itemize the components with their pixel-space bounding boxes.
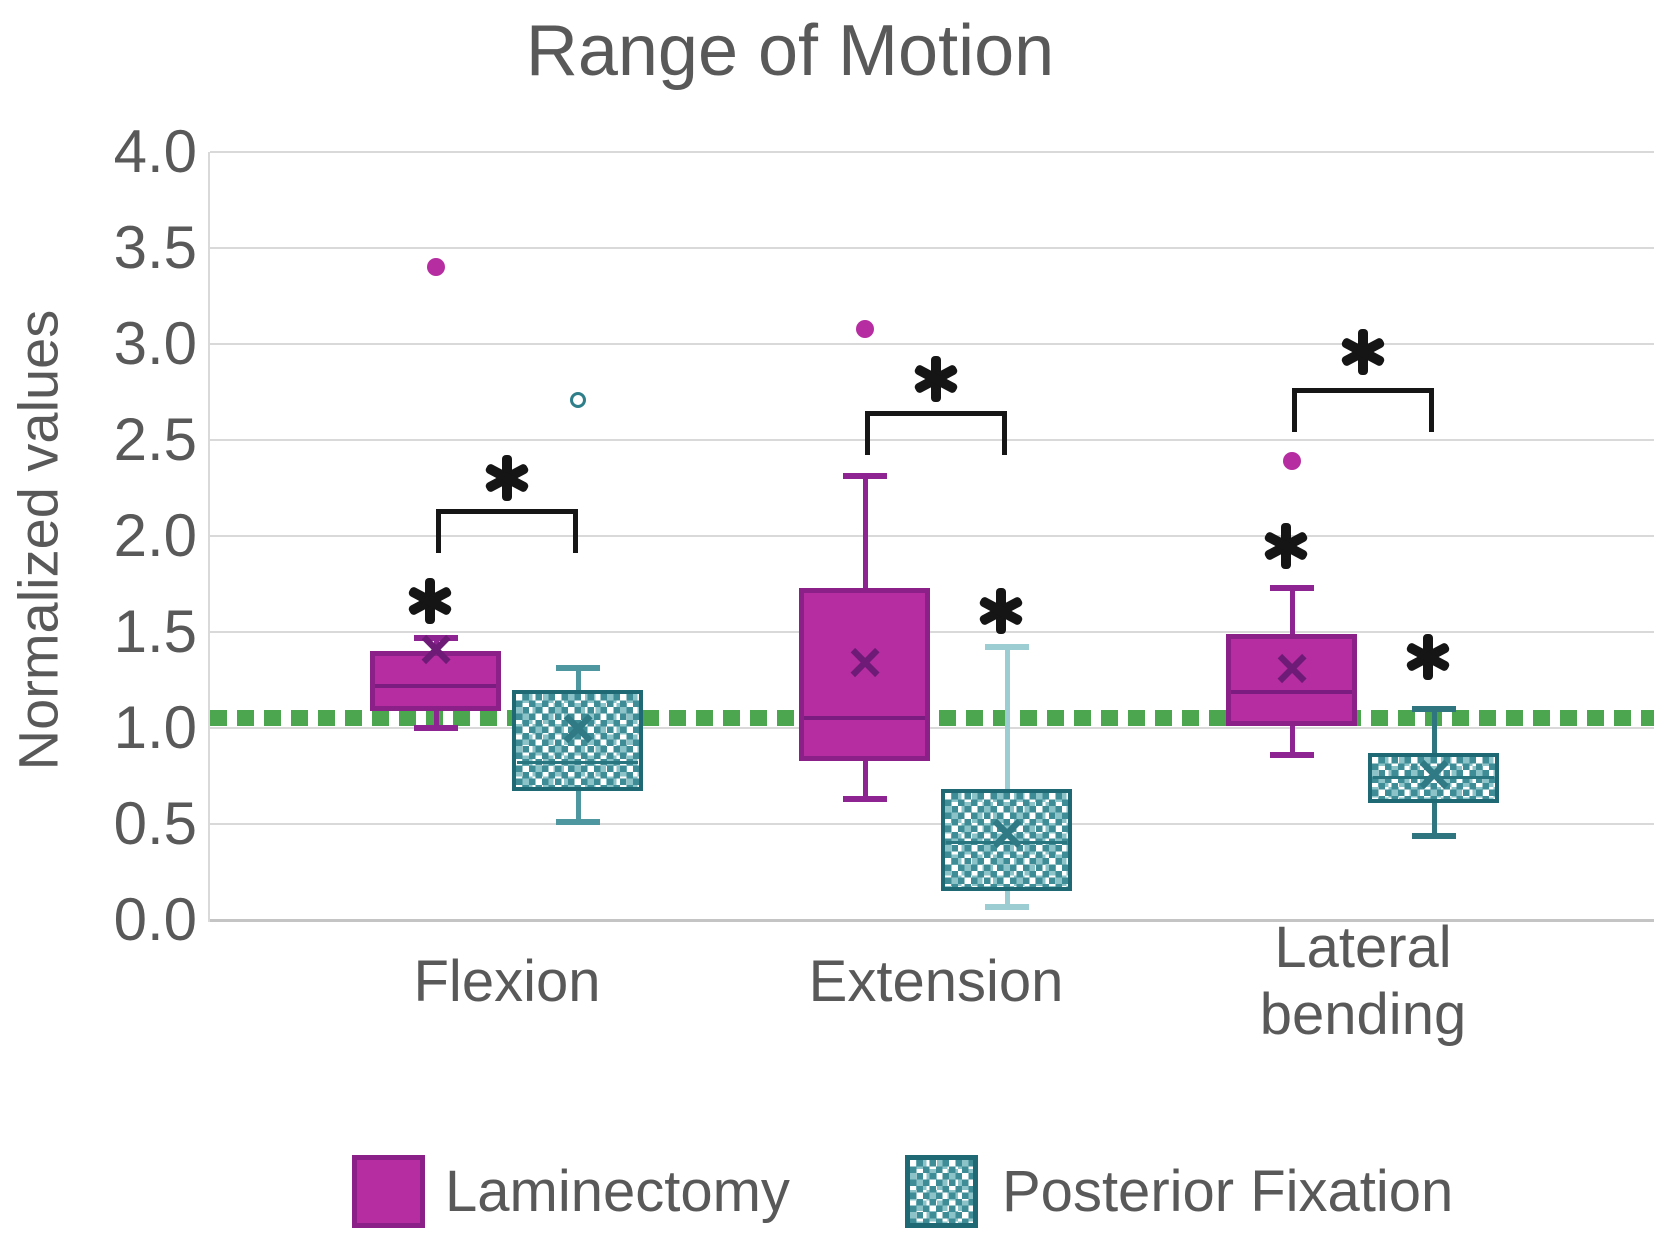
y-tick-label: 0.5	[113, 790, 197, 857]
mean-marker-posterior-fixation-extension: ×	[990, 801, 1024, 867]
gridline	[210, 151, 1654, 153]
significance-asterisk-lateral-bending	[1340, 328, 1386, 375]
outlier-point-posterior-fixation-flexion	[570, 391, 586, 408]
whisker-cap-high	[414, 634, 458, 641]
baseline-dashed-line	[210, 710, 1654, 727]
y-tick-label: 3.5	[113, 214, 197, 281]
significance-asterisk-extension	[913, 355, 959, 402]
mean-marker-laminectomy-lateral-bending: ×	[1275, 635, 1309, 701]
box-posterior-fixation-extension	[941, 789, 1072, 892]
box-laminectomy-flexion	[370, 651, 501, 711]
significance-bracket-flexion	[436, 509, 578, 554]
median-line-posterior-fixation-lateral-bending	[1373, 775, 1494, 779]
y-axis-line	[208, 152, 210, 922]
gridline	[210, 631, 1654, 633]
gridline	[210, 823, 1654, 825]
outlier-point-laminectomy-flexion	[427, 258, 445, 277]
mean-marker-laminectomy-extension: ×	[848, 630, 882, 696]
whisker-cap-high	[985, 644, 1029, 651]
median-line-posterior-fixation-flexion	[517, 760, 638, 764]
whisker-cap-low	[556, 819, 600, 826]
gridline	[210, 439, 1654, 441]
median-line-posterior-fixation-extension	[946, 841, 1067, 845]
x-category-label-lateral-bending: Lateral bending	[1259, 915, 1467, 1047]
legend-swatch-posterior-fixation	[905, 1155, 978, 1228]
mean-marker-posterior-fixation-flexion: ×	[561, 695, 595, 761]
median-line-laminectomy-flexion	[375, 683, 496, 688]
whisker-cap-low	[985, 903, 1029, 910]
whisker-cap-low	[1412, 832, 1456, 839]
y-tick-label: 2.0	[113, 502, 197, 569]
gridline	[210, 247, 1654, 249]
chart-title: Range of Motion	[525, 11, 1055, 91]
significance-asterisk-laminectomy-lateral-bending	[1263, 522, 1309, 569]
significance-asterisk-flexion	[484, 455, 530, 502]
y-tick-label: 0.0	[113, 886, 197, 953]
y-tick-label: 3.0	[113, 310, 197, 377]
significance-asterisk-laminectomy-flexion	[407, 578, 453, 625]
y-tick-label: 1.0	[113, 694, 197, 761]
gridline	[210, 919, 1654, 922]
legend-label-posterior-fixation: Posterior Fixation	[1002, 1159, 1454, 1224]
outlier-point-laminectomy-extension	[856, 319, 874, 338]
significance-asterisk-posterior-fixation-extension	[978, 587, 1024, 634]
whisker-cap-high	[843, 473, 887, 480]
whisker-cap-low	[1270, 751, 1314, 758]
significance-bracket-extension	[865, 411, 1007, 456]
whisker-posterior-fixation-extension	[1005, 647, 1010, 907]
median-line-laminectomy-lateral-bending	[1231, 689, 1352, 694]
y-tick-label: 1.5	[113, 598, 197, 665]
whisker-cap-low	[414, 725, 458, 731]
mean-marker-laminectomy-flexion: ×	[419, 616, 453, 682]
whisker-cap-low	[843, 796, 887, 803]
median-line-laminectomy-extension	[804, 716, 925, 721]
significance-bracket-lateral-bending	[1292, 388, 1434, 433]
x-category-label-flexion: Flexion	[413, 948, 601, 1014]
legend-label-laminectomy: Laminectomy	[445, 1159, 790, 1224]
mean-marker-posterior-fixation-lateral-bending: ×	[1417, 741, 1451, 807]
gridline	[210, 343, 1654, 345]
y-tick-label: 4.0	[113, 118, 197, 185]
box-laminectomy-lateral-bending	[1226, 633, 1357, 727]
whisker-cap-high	[556, 665, 600, 672]
y-tick-label: 2.5	[113, 406, 197, 473]
whisker-cap-high	[1270, 584, 1314, 591]
x-category-label-extension: Extension	[808, 948, 1064, 1014]
gridline	[210, 535, 1654, 537]
outlier-point-laminectomy-lateral-bending	[1283, 452, 1301, 471]
significance-asterisk-posterior-fixation-lateral-bending	[1405, 633, 1451, 680]
gridline	[210, 727, 1654, 729]
box-posterior-fixation-flexion	[512, 689, 643, 792]
box-laminectomy-extension	[799, 587, 930, 761]
whisker-cap-high	[1412, 705, 1456, 712]
legend-swatch-laminectomy	[352, 1155, 425, 1228]
